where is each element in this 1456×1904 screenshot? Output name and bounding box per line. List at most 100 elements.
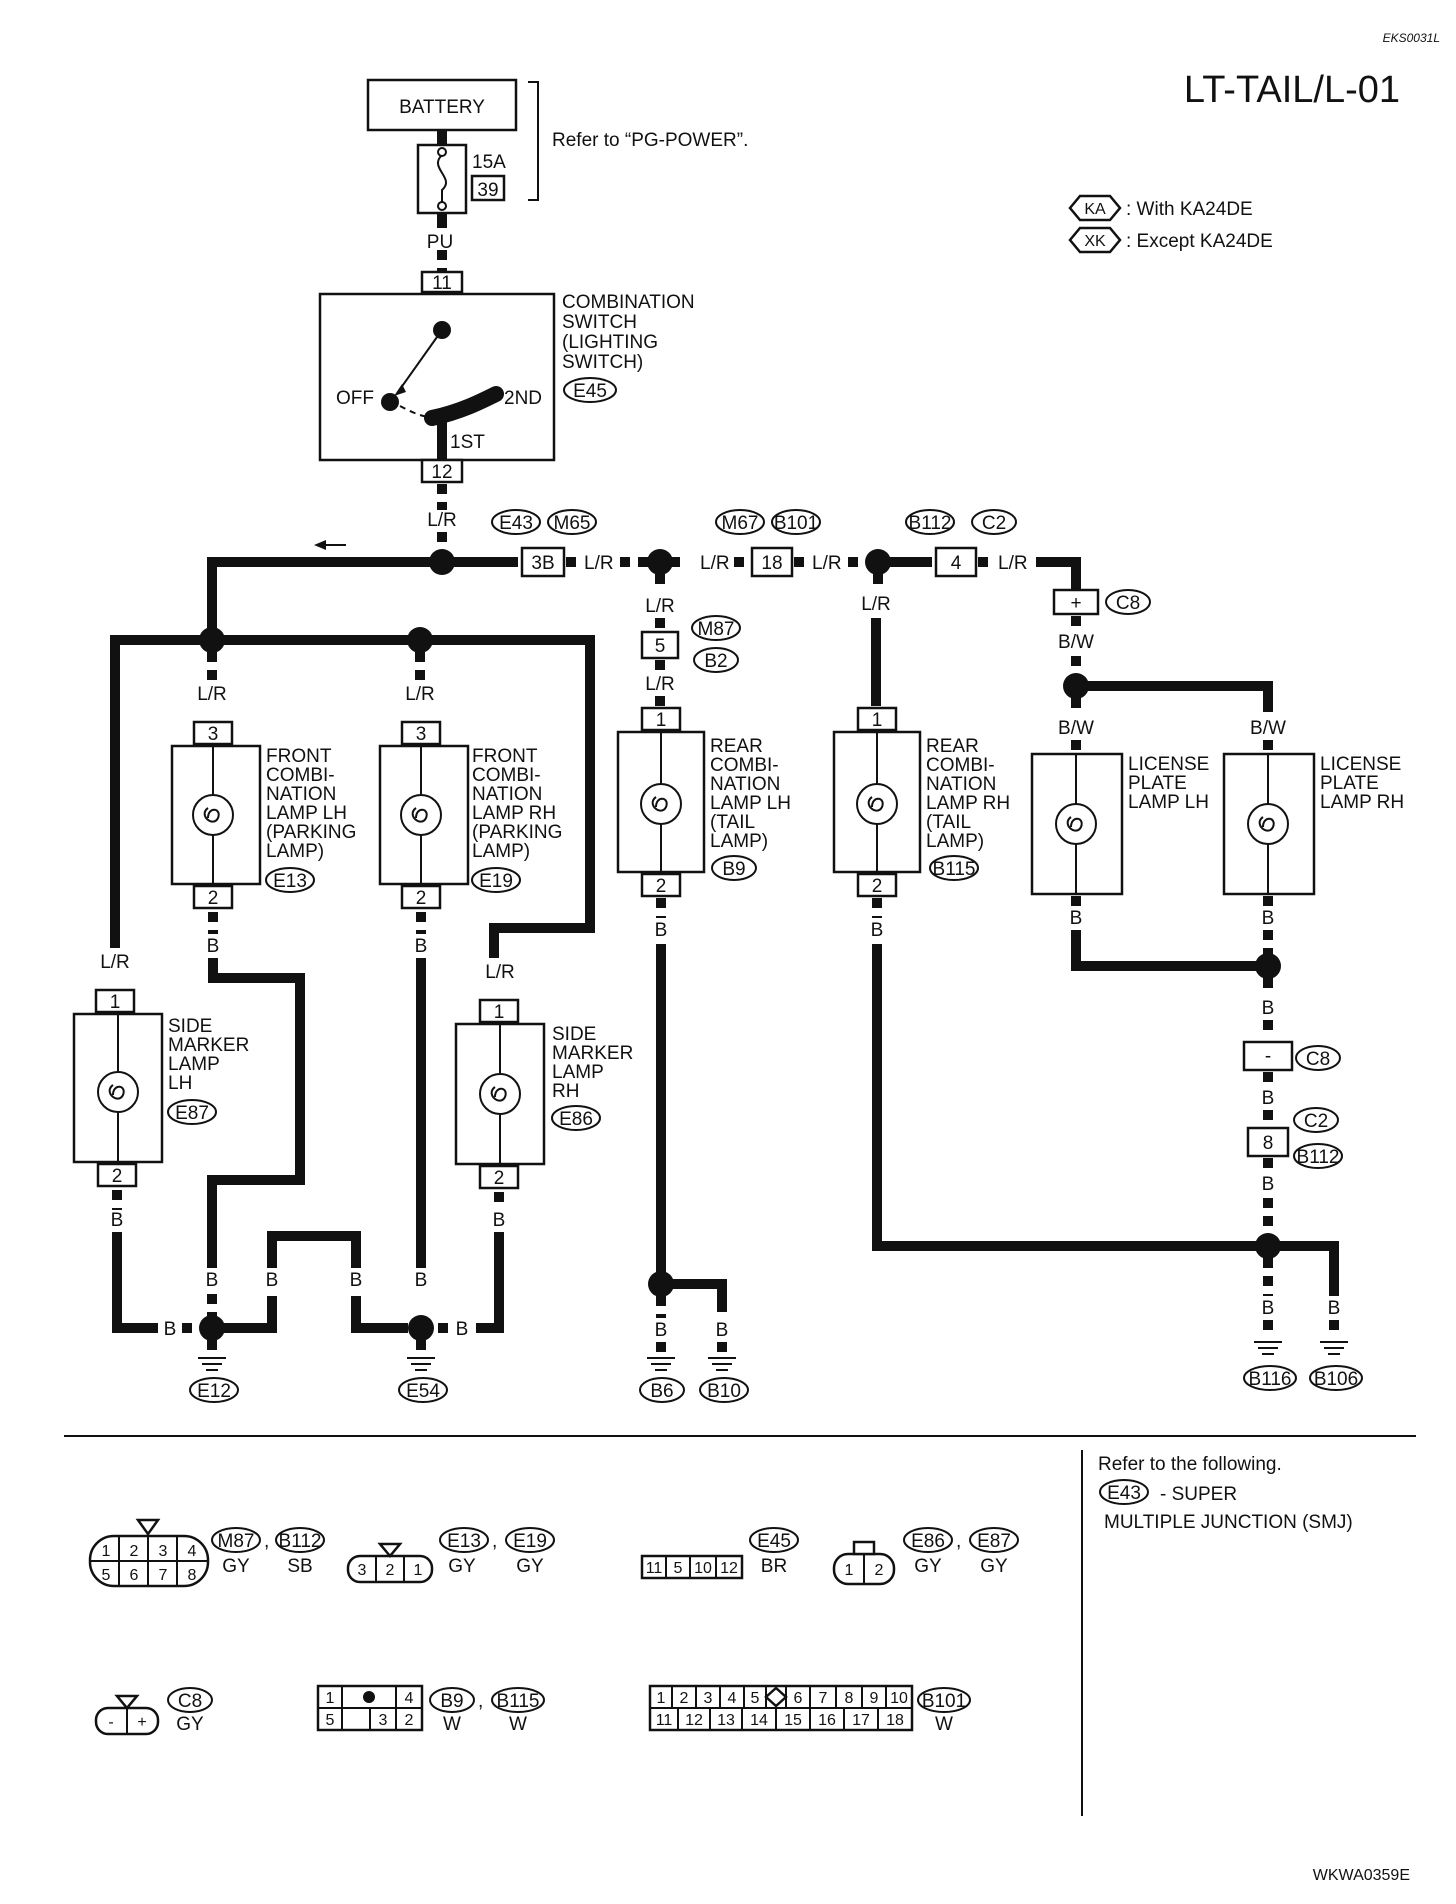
svg-text:12: 12 [685, 1712, 703, 1729]
svg-text:B: B [493, 1210, 506, 1231]
svg-text:REAR: REAR [710, 736, 763, 757]
svg-text:11: 11 [646, 1560, 663, 1577]
svg-text:8: 8 [1263, 1133, 1274, 1154]
svg-text:C2: C2 [982, 513, 1006, 534]
svg-text:2: 2 [656, 876, 667, 897]
connector-view-c8: - + C8 GY [94, 1687, 213, 1736]
svg-text:9: 9 [870, 1690, 879, 1707]
svg-text:NATION: NATION [926, 774, 996, 795]
battery-label: BATTERY [399, 97, 485, 118]
svg-text:+: + [137, 1714, 146, 1731]
fuse-number: 39 [477, 180, 498, 201]
svg-text:B101: B101 [774, 513, 818, 534]
svg-text:B: B [871, 920, 884, 941]
svg-text:B2: B2 [704, 651, 727, 672]
svg-text:L/R: L/R [998, 553, 1028, 574]
ground-e12: E12 [189, 1357, 239, 1403]
svg-text:B: B [111, 1210, 124, 1231]
svg-text:6: 6 [794, 1690, 803, 1707]
svg-text:GY: GY [914, 1556, 942, 1577]
svg-text:M65: M65 [554, 513, 591, 534]
svg-text:LAMP): LAMP) [710, 831, 768, 852]
svg-text:10: 10 [694, 1560, 712, 1577]
front-combination-lamp-lh: 3 2 FRONT COMBI- NATION LAMP LH (PARKING… [170, 720, 356, 910]
switch-pin-out [420, 458, 464, 484]
svg-text:(TAIL: (TAIL [710, 812, 755, 833]
svg-text:LAMP LH: LAMP LH [1128, 792, 1209, 813]
svg-text:15: 15 [784, 1712, 802, 1729]
svg-text:B106: B106 [1314, 1369, 1358, 1390]
diagram-title: LT-TAIL/L-01 [1184, 69, 1400, 111]
svg-text:2: 2 [416, 888, 427, 909]
svg-text:L/R: L/R [197, 684, 227, 705]
svg-text:LH: LH [168, 1073, 192, 1094]
svg-text:BR: BR [761, 1556, 787, 1577]
svg-text:2: 2 [494, 1168, 505, 1189]
svg-text:LAMP RH: LAMP RH [472, 803, 556, 824]
svg-text:10: 10 [890, 1690, 908, 1707]
svg-text:B/W: B/W [1058, 632, 1094, 653]
svg-text:LAMP RH: LAMP RH [926, 793, 1010, 814]
svg-text:,: , [956, 1531, 961, 1552]
svg-text:B: B [1328, 1298, 1341, 1319]
svg-text:LAMP): LAMP) [266, 841, 324, 862]
svg-text:W: W [509, 1714, 527, 1735]
legend-ka-tag: KA [1084, 201, 1106, 218]
svg-text:E12: E12 [197, 1381, 231, 1402]
footer-code: WKWA0359E [1313, 1867, 1410, 1884]
switch-connector: E45 [573, 381, 607, 402]
svg-text:3: 3 [208, 724, 219, 745]
svg-text:B9: B9 [722, 859, 745, 880]
svg-text:L/R: L/R [861, 594, 891, 615]
junction-5 [640, 630, 680, 660]
svg-text:,: , [264, 1531, 269, 1552]
svg-text:SIDE: SIDE [168, 1016, 212, 1037]
svg-text:1: 1 [494, 1002, 505, 1023]
svg-text:C8: C8 [1306, 1049, 1330, 1070]
svg-text:NATION: NATION [266, 784, 336, 805]
connector-view-m87-b112: 1 2 3 4 5 6 7 8 M87 , B112 GY SB [88, 1518, 325, 1588]
svg-text:B: B [207, 936, 220, 957]
junction-8 [1246, 1126, 1290, 1158]
svg-text:B/W: B/W [1058, 718, 1094, 739]
svg-text:FRONT: FRONT [266, 746, 332, 767]
svg-text:1: 1 [656, 710, 667, 731]
svg-text:2: 2 [875, 1562, 884, 1579]
switch-pos-1st: 1ST [450, 432, 485, 453]
ground-b106: B106 [1309, 1341, 1363, 1391]
connector-view-b9-b115: 1 4 5 3 2 B9 , B115 W W [316, 1684, 545, 1735]
svg-text:L/R: L/R [100, 952, 130, 973]
svg-text:SWITCH: SWITCH [562, 312, 637, 333]
fuse: 15A 39 [416, 143, 506, 215]
svg-text:C8: C8 [1116, 593, 1140, 614]
svg-text:B10: B10 [707, 1381, 741, 1402]
svg-text:B: B [1262, 998, 1275, 1019]
svg-text:2: 2 [405, 1712, 414, 1729]
svg-text:B112: B112 [1297, 1147, 1340, 1168]
svg-text:LAMP): LAMP) [926, 831, 984, 852]
svg-text:B: B [655, 1320, 668, 1341]
svg-text:(TAIL: (TAIL [926, 812, 971, 833]
svg-text:B: B [350, 1270, 363, 1291]
connector-view-b101: 1 2 3 4 5 6 7 8 9 10 11 12 13 14 15 16 1… [648, 1684, 971, 1735]
ground-b10: B10 [699, 1357, 749, 1403]
svg-text:E19: E19 [513, 1531, 547, 1552]
svg-text:5: 5 [102, 1567, 111, 1584]
svg-text:W: W [935, 1714, 953, 1735]
svg-text:B: B [1262, 1174, 1275, 1195]
license-plate-lamp-rh: LICENSE PLATE LAMP RH [1222, 752, 1404, 896]
ground-e54: E54 [398, 1357, 448, 1403]
svg-text:11: 11 [656, 1712, 673, 1729]
svg-text:B116: B116 [1249, 1369, 1292, 1390]
svg-text:E45: E45 [757, 1531, 791, 1552]
svg-text:GY: GY [516, 1556, 544, 1577]
svg-text:L/R: L/R [812, 553, 842, 574]
svg-text:B: B [206, 1270, 219, 1291]
svg-text:12: 12 [720, 1560, 738, 1577]
svg-text:COMBI-: COMBI- [472, 765, 541, 786]
svg-text:5: 5 [655, 636, 666, 657]
connector-view-e13-e19: 3 2 1 E13 , E19 GY GY [346, 1527, 555, 1584]
svg-text:LAMP RH: LAMP RH [1320, 792, 1404, 813]
svg-text:(PARKING: (PARKING [266, 822, 356, 843]
svg-text:SB: SB [287, 1556, 312, 1577]
